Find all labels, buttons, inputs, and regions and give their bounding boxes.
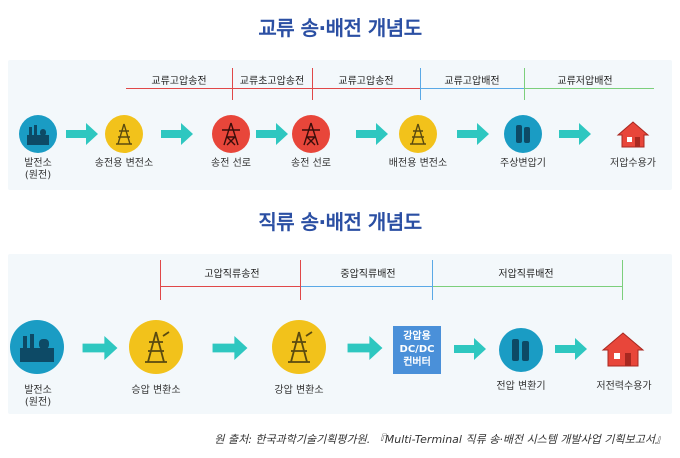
dc-node-label-power-plant-text: 발전소 (원전) <box>24 385 52 408</box>
ac-line-5 <box>524 88 654 89</box>
ac-tick-3 <box>420 68 421 100</box>
dc-line-3 <box>432 286 622 287</box>
ac-transmission-line-icon-2 <box>292 115 330 153</box>
dc-voltage-converter-icon <box>499 328 543 372</box>
ac-transmission-substation-icon <box>105 115 143 153</box>
ac-arrow-2 <box>160 123 194 145</box>
ac-arrow-3 <box>256 123 288 145</box>
dc-node-label-step-up: 승압 변환소 <box>131 385 181 396</box>
ac-arrow-5 <box>455 123 491 145</box>
dc-power-plant-icon <box>10 320 64 374</box>
ac-segment-label-5: 교류저압배전 <box>557 76 613 87</box>
dc-arrow-4 <box>452 338 488 360</box>
dc-converter-line-3: 컨버터 <box>403 357 431 368</box>
ac-node-label-pole-transformer: 주상변압기 <box>500 158 546 169</box>
dc-line-2 <box>300 286 432 287</box>
ac-node-label-transmission-substation: 송전용 변전소 <box>94 158 154 169</box>
dc-line-1 <box>160 286 300 287</box>
dc-tick-1 <box>300 260 301 300</box>
ac-segment-label-4: 교류고압배전 <box>444 76 500 87</box>
dc-arrow-1 <box>82 336 118 360</box>
ac-segment-label-3: 교류고압송전 <box>338 76 394 87</box>
ac-segment-label-1: 교류고압송전 <box>151 76 207 87</box>
ac-tick-1 <box>232 68 233 100</box>
dc-converter-line-1: 강압용 <box>403 331 431 342</box>
dc-tick-3 <box>622 260 623 300</box>
ac-node-label-line-2: 송전 선로 <box>291 158 331 169</box>
ac-node-label-line-1: 송전 선로 <box>211 158 251 169</box>
ac-line-3 <box>312 88 420 89</box>
dc-diagram-panel <box>8 254 672 414</box>
ac-distribution-substation-icon <box>399 115 437 153</box>
ac-arrow-6 <box>557 123 593 145</box>
dc-step-down-converter-station-icon <box>272 320 326 374</box>
dc-node-label-power-plant: 발전소 (원전) <box>24 385 52 409</box>
dc-converter-line-2: DC/DC <box>399 344 435 355</box>
dc-step-up-converter-station-icon <box>129 320 183 374</box>
ac-line-1 <box>126 88 232 89</box>
dc-tick-0 <box>160 260 161 300</box>
ac-transmission-line-icon-1 <box>212 115 250 153</box>
ac-title-wrap: 교류 송·배전 개념도 <box>0 12 680 41</box>
dc-segment-label-1: 고압직류송전 <box>204 269 260 280</box>
ac-tick-4 <box>524 68 525 100</box>
ac-node-label-power-plant: 발전소 (원전) <box>24 158 52 182</box>
ac-node-label-consumer: 저압수용가 <box>610 158 656 169</box>
ac-segment-label-2: 교류초고압송전 <box>239 76 305 87</box>
ac-line-2 <box>232 88 312 89</box>
ac-node-label-power-plant-text: 발전소 (원전) <box>24 158 52 181</box>
ac-title: 교류 송·배전 개념도 <box>254 12 426 41</box>
dc-title-wrap: 직류 송·배전 개념도 <box>0 206 680 235</box>
dc-house-icon <box>598 326 648 372</box>
ac-arrow-1 <box>66 123 98 145</box>
ac-arrow-4 <box>355 123 389 145</box>
ac-pole-transformer-icon <box>504 115 542 153</box>
dc-dcdc-converter-box: 강압용 DC/DC 컨버터 <box>393 326 441 374</box>
dc-node-label-consumer: 저전력수용가 <box>596 381 652 392</box>
ac-line-4 <box>420 88 524 89</box>
dc-segment-label-3: 저압직류배전 <box>498 269 554 280</box>
dc-segment-label-2: 중압직류배전 <box>340 269 396 280</box>
dc-title: 직류 송·배전 개념도 <box>254 206 426 235</box>
ac-house-icon <box>613 115 653 153</box>
ac-node-label-distribution-substation: 배전용 변전소 <box>388 158 448 169</box>
dc-arrow-2 <box>210 336 250 360</box>
dc-arrow-5 <box>552 338 590 360</box>
source-caption: 원 출처: 한국과학기술기획평가원. 『Multi-Terminal 직류 송·… <box>214 433 666 446</box>
dc-tick-2 <box>432 260 433 300</box>
dc-node-label-voltage-converter: 전압 변환기 <box>496 381 546 392</box>
ac-tick-2 <box>312 68 313 100</box>
dc-node-label-step-down: 강압 변환소 <box>274 385 324 396</box>
dc-arrow-3 <box>346 336 384 360</box>
ac-power-plant-icon <box>19 115 57 153</box>
